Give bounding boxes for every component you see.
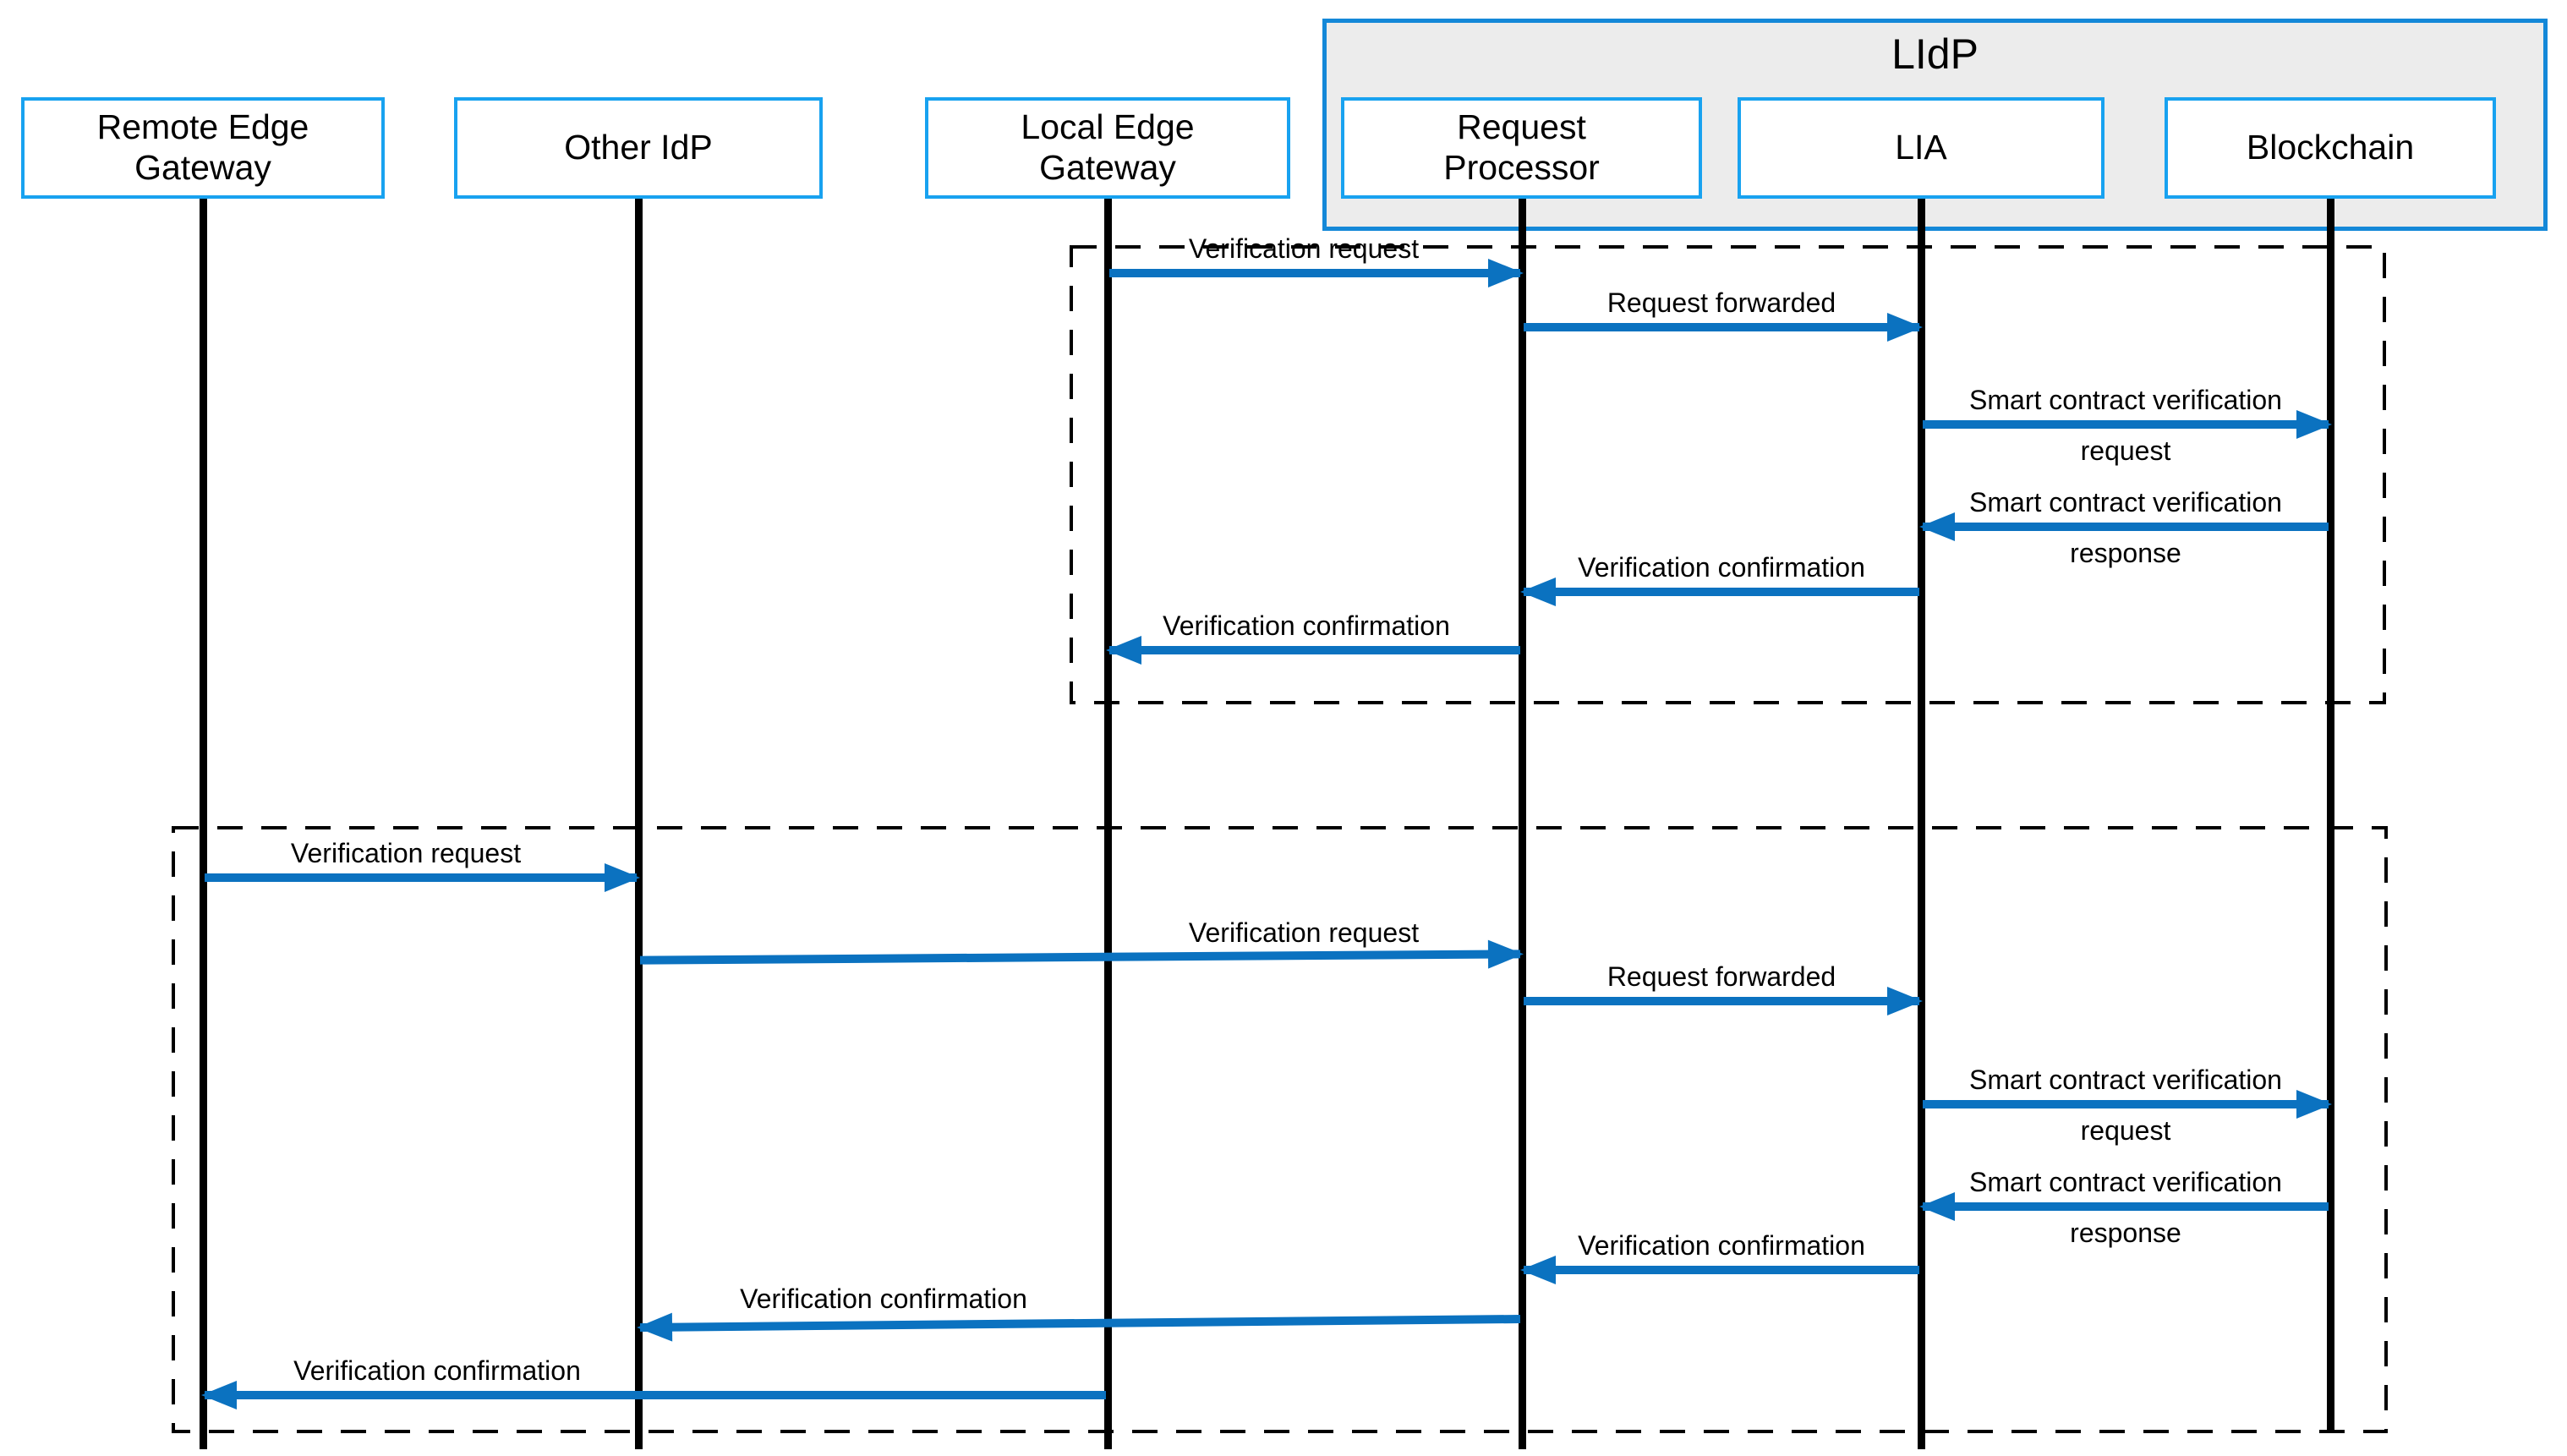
message-arrow-verification-confirmation — [201, 1381, 1108, 1409]
arrow-line — [1524, 997, 1919, 1005]
message-arrow-request-forwarded — [1522, 987, 1923, 1015]
message-arrow-smart-contract-verification-request — [1921, 1090, 2332, 1119]
participant-label: Other IdP — [564, 128, 713, 167]
participant-label: Blockchain — [2246, 128, 2415, 167]
participant-box-lia: LIA — [1738, 97, 2105, 199]
arrowhead-left-icon — [1919, 1192, 1955, 1221]
arrowhead-right-icon — [1488, 259, 1524, 287]
message-arrow-verification-request — [203, 863, 640, 892]
participant-box-request-processor: Request Processor — [1341, 97, 1702, 199]
participant-box-remote-edge-gateway: Remote Edge Gateway — [21, 97, 385, 199]
lidp-group-title: LIdP — [1891, 30, 1979, 78]
arrowhead-right-icon — [1887, 987, 1923, 1015]
message-label: Verification request — [1188, 233, 1420, 264]
message-sublabel: request — [2080, 1115, 2171, 1146]
participant-box-other-idp: Other IdP — [454, 97, 823, 199]
fragment-box-1 — [1070, 245, 2386, 704]
arrow-line — [1923, 1202, 2329, 1211]
participant-label: Remote Edge Gateway — [96, 107, 309, 187]
participant-label: Request Processor — [1443, 107, 1600, 187]
message-label: Verification confirmation — [740, 1284, 1027, 1314]
message-arrow-verification-confirmation — [1520, 577, 1921, 606]
arrowhead-right-icon — [2296, 410, 2332, 439]
arrowhead-left-icon — [201, 1381, 237, 1409]
message-label: Verification confirmation — [293, 1355, 581, 1386]
message-label: Request forwarded — [1606, 287, 1836, 318]
arrow-line — [1524, 323, 1919, 331]
message-arrow-smart-contract-verification-response — [1919, 512, 2330, 541]
participant-label: Local Edge Gateway — [1021, 107, 1195, 187]
lifeline-remote-edge-gateway — [200, 199, 207, 1449]
participant-box-local-edge-gateway: Local Edge Gateway — [925, 97, 1290, 199]
lifeline-request-processor — [1519, 199, 1526, 1449]
message-arrow-smart-contract-verification-response — [1919, 1192, 2330, 1221]
message-arrow-request-forwarded — [1522, 313, 1923, 342]
message-label: Verification request — [1188, 917, 1420, 948]
arrow-line — [1923, 523, 2329, 531]
message-arrow-verification-confirmation — [1106, 636, 1522, 665]
arrowhead-right-icon — [2296, 1090, 2332, 1119]
message-label: Smart contract verification — [1969, 487, 2282, 517]
arrowhead-right-icon — [605, 863, 640, 892]
lifeline-local-edge-gateway — [1104, 199, 1112, 1449]
participant-box-blockchain: Blockchain — [2165, 97, 2496, 199]
message-label: Verification request — [290, 838, 522, 868]
message-sublabel: response — [2070, 1218, 2181, 1248]
message-label: Verification confirmation — [1578, 1230, 1865, 1261]
arrow-line — [1524, 588, 1919, 596]
arrowhead-right-icon — [1887, 313, 1923, 342]
message-label: Smart contract verification — [1969, 1065, 2282, 1095]
message-label: Smart contract verification — [1969, 1167, 2282, 1197]
lifeline-other-idp — [635, 199, 643, 1449]
message-arrow-smart-contract-verification-request — [1921, 410, 2332, 439]
arrow-line — [1923, 420, 2329, 429]
arrow-line — [1524, 1266, 1919, 1274]
arrowhead-left-icon — [1919, 512, 1955, 541]
lifeline-lia — [1918, 199, 1925, 1449]
arrow-line — [1109, 646, 1520, 654]
arrowhead-left-icon — [1520, 577, 1556, 606]
arrowhead-left-icon — [1520, 1256, 1556, 1284]
fragment-box-2 — [172, 826, 2388, 1433]
message-label: Verification confirmation — [1578, 552, 1865, 583]
arrow-line — [205, 873, 637, 882]
lifeline-blockchain — [2327, 199, 2334, 1433]
message-arrow-verification-request — [1108, 259, 1524, 287]
message-label: Verification confirmation — [1163, 610, 1450, 641]
arrow-line — [205, 1391, 1106, 1399]
arrowhead-left-icon — [636, 1312, 673, 1343]
participant-label: LIA — [1895, 128, 1947, 167]
message-label: Request forwarded — [1606, 961, 1836, 992]
message-sublabel: request — [2080, 435, 2171, 466]
arrow-line — [1923, 1100, 2329, 1108]
message-label: Smart contract verification — [1969, 385, 2282, 415]
arrowhead-left-icon — [1106, 636, 1141, 665]
message-arrow-verification-confirmation — [1520, 1256, 1921, 1284]
message-sublabel: response — [2070, 538, 2181, 568]
arrow-line — [1109, 269, 1520, 277]
